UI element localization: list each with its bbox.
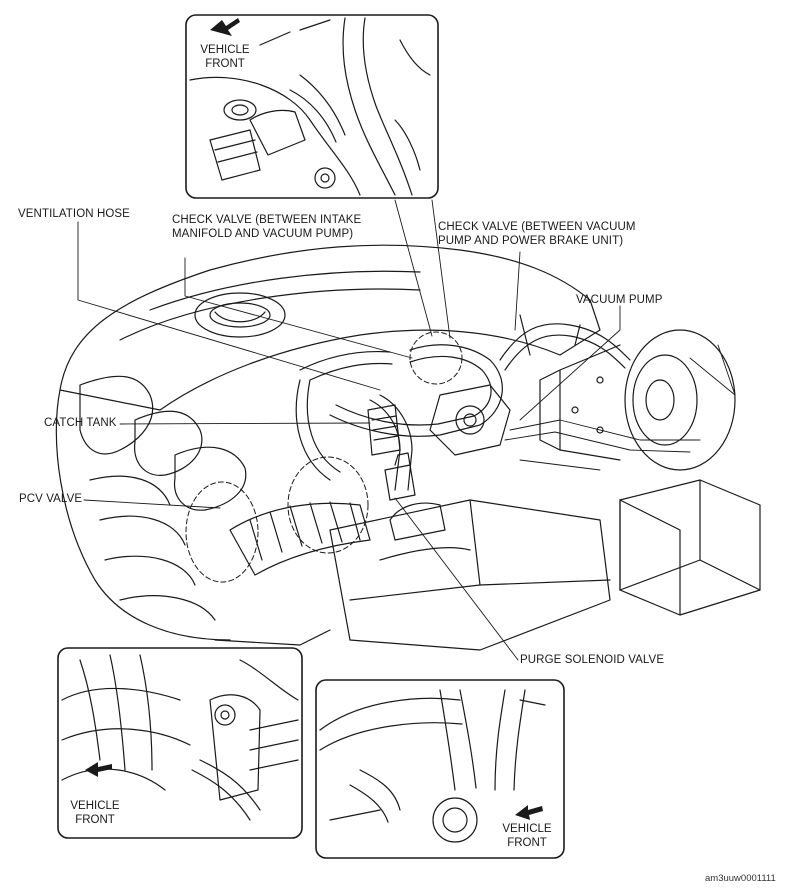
catch-tank — [367, 404, 401, 456]
detail-circles — [185, 331, 463, 583]
vehicle-front-arrow-icon — [85, 762, 112, 777]
pcv-valve-label: PCV VALVE — [19, 493, 83, 505]
vacuum-pump-hose — [499, 314, 631, 371]
bottom-right-inset — [315, 679, 565, 859]
vehicle-front-arrow-icon — [210, 18, 240, 36]
main-hoses — [295, 344, 503, 491]
intake-manifold — [55, 375, 331, 646]
ventilation-hose-label: VENTILATION HOSE — [18, 208, 130, 220]
bottom-right-vehicle-front-label: VEHICLE FRONT — [498, 822, 556, 850]
catch-tank-label: CATCH TANK — [44, 417, 117, 429]
check-valve-intake-label: CHECK VALVE (BETWEEN INTAKE MANIFOLD AND… — [172, 214, 362, 240]
figure-id: am3uuw0001111 — [705, 873, 776, 884]
intake-duct — [229, 501, 371, 576]
battery-area — [619, 479, 761, 616]
purge-solenoid — [384, 452, 416, 501]
brake-lines — [504, 419, 701, 471]
check-valve-vacuum-label: CHECK VALVE (BETWEEN VACUUM PUMP AND POW… — [438, 221, 636, 247]
vacuum-pump-body — [429, 384, 511, 456]
top-inset-vehicle-front-label: VEHICLE FRONT — [196, 43, 254, 71]
power-brake-unit — [539, 329, 736, 471]
engine-cover — [59, 244, 601, 411]
leader-lines — [77, 199, 736, 661]
top-inset — [185, 14, 439, 199]
purge-solenoid-valve-label: PURGE SOLENOID VALVE — [520, 654, 665, 666]
bottom-left-vehicle-front-label: VEHICLE FRONT — [66, 799, 124, 827]
vehicle-front-arrow-icon — [515, 805, 543, 820]
vacuum-pump-label: VACUUM PUMP — [576, 294, 663, 306]
air-cleaner — [329, 499, 611, 651]
bottom-left-inset — [57, 647, 303, 839]
